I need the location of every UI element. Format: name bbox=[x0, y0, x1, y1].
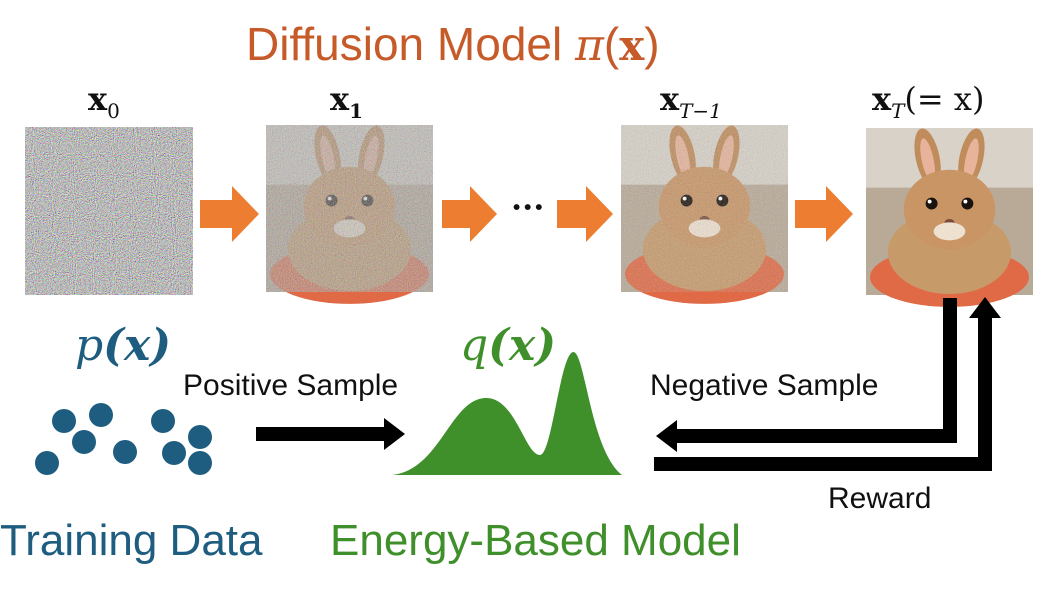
diagram-title: Diffusion Model π(x) bbox=[246, 18, 660, 71]
negative-sample-label: Negative Sample bbox=[650, 369, 878, 402]
data-point bbox=[162, 441, 186, 465]
image-x0-noise bbox=[25, 127, 193, 295]
image-xT-clean-rabbit bbox=[866, 126, 1033, 307]
ebm-caption: Energy-Based Model bbox=[330, 516, 741, 565]
arrow-icon-2-3 bbox=[557, 186, 613, 242]
title-var: x bbox=[619, 21, 645, 70]
data-point bbox=[89, 403, 113, 427]
diffusion-arrows bbox=[200, 186, 853, 242]
reward-arrow bbox=[654, 297, 1001, 471]
image-xT-1-slightly-noisy-rabbit bbox=[621, 123, 788, 304]
training-data-caption: Training Data bbox=[0, 516, 263, 565]
positive-sample-label: Positive Sample bbox=[183, 369, 398, 402]
arrow-icon-0-1 bbox=[200, 186, 259, 242]
training-data-points bbox=[35, 403, 212, 475]
title-paren-close: ) bbox=[644, 18, 659, 70]
ebm-math-label: q(x) bbox=[460, 320, 556, 371]
data-point bbox=[72, 430, 96, 454]
negative-sample-arrow bbox=[656, 298, 957, 452]
energy-distribution-curve bbox=[392, 351, 622, 475]
image-x1-noisy-rabbit bbox=[266, 123, 433, 304]
arrow-icon-1-2 bbox=[442, 186, 497, 242]
step-label-x1: x1 bbox=[330, 80, 363, 123]
step-label-x0: x0 bbox=[88, 80, 120, 123]
data-point bbox=[151, 409, 175, 433]
arrow-icon-3-4 bbox=[795, 186, 853, 242]
step-label-xT-1: xT−1 bbox=[660, 80, 722, 123]
step-label-xT: xT(= x) bbox=[872, 80, 984, 123]
data-point bbox=[113, 440, 137, 464]
title-pi: π bbox=[574, 20, 605, 71]
data-point bbox=[35, 451, 59, 475]
data-point bbox=[188, 451, 212, 475]
data-point bbox=[52, 409, 76, 433]
positive-sample-arrow bbox=[256, 418, 405, 450]
title-paren-open: ( bbox=[604, 18, 620, 70]
data-point bbox=[188, 425, 212, 449]
training-math-label: p(x) bbox=[75, 320, 171, 371]
ellipsis: ··· bbox=[511, 188, 544, 226]
title-text: Diffusion Model bbox=[246, 18, 575, 70]
reward-label: Reward bbox=[828, 482, 931, 515]
